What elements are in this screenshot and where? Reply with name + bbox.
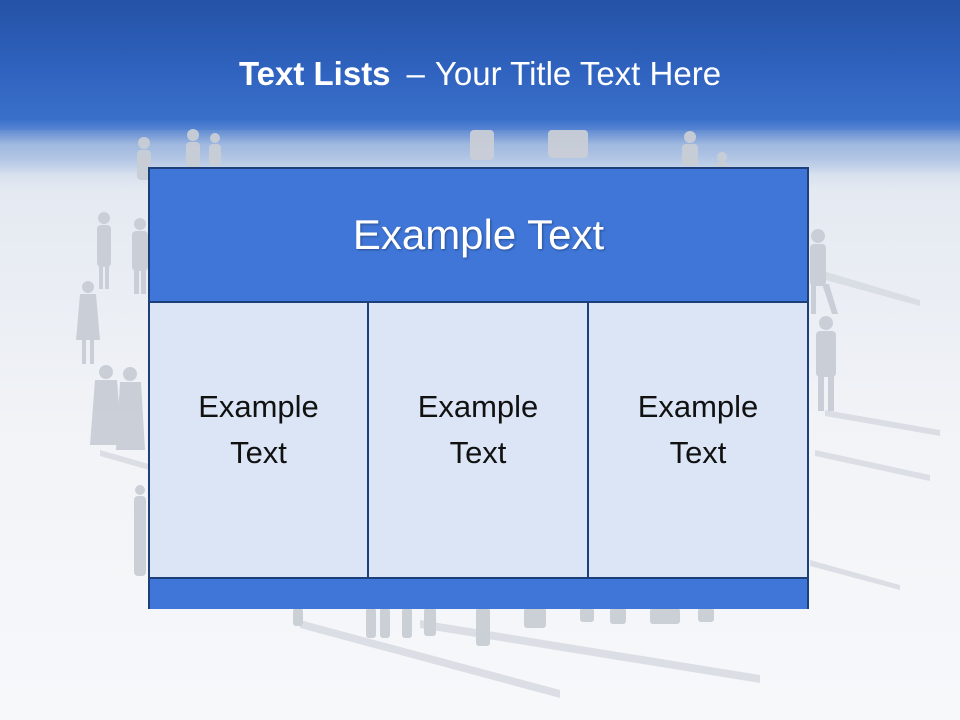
table-cell-1: Example Text	[150, 303, 369, 577]
slide-title: Text Lists–Your Title Text Here	[0, 52, 960, 96]
title-rest-text: Your Title Text Here	[434, 55, 722, 92]
table-cell-1-text: Example Text	[198, 389, 319, 470]
title-bold-text: Text Lists	[238, 55, 391, 92]
header-band	[0, 0, 960, 130]
table-header: Example Text	[150, 169, 807, 303]
title-separator: –	[406, 55, 425, 92]
table-cell-3: Example Text	[589, 303, 807, 577]
table-cell-2: Example Text	[369, 303, 589, 577]
table-footer	[150, 577, 807, 609]
text-list-table: Example Text Example Text Example Text E…	[148, 167, 809, 609]
table-cell-2-text: Example Text	[417, 389, 539, 470]
table-cell-3-text: Example Text	[637, 389, 759, 470]
